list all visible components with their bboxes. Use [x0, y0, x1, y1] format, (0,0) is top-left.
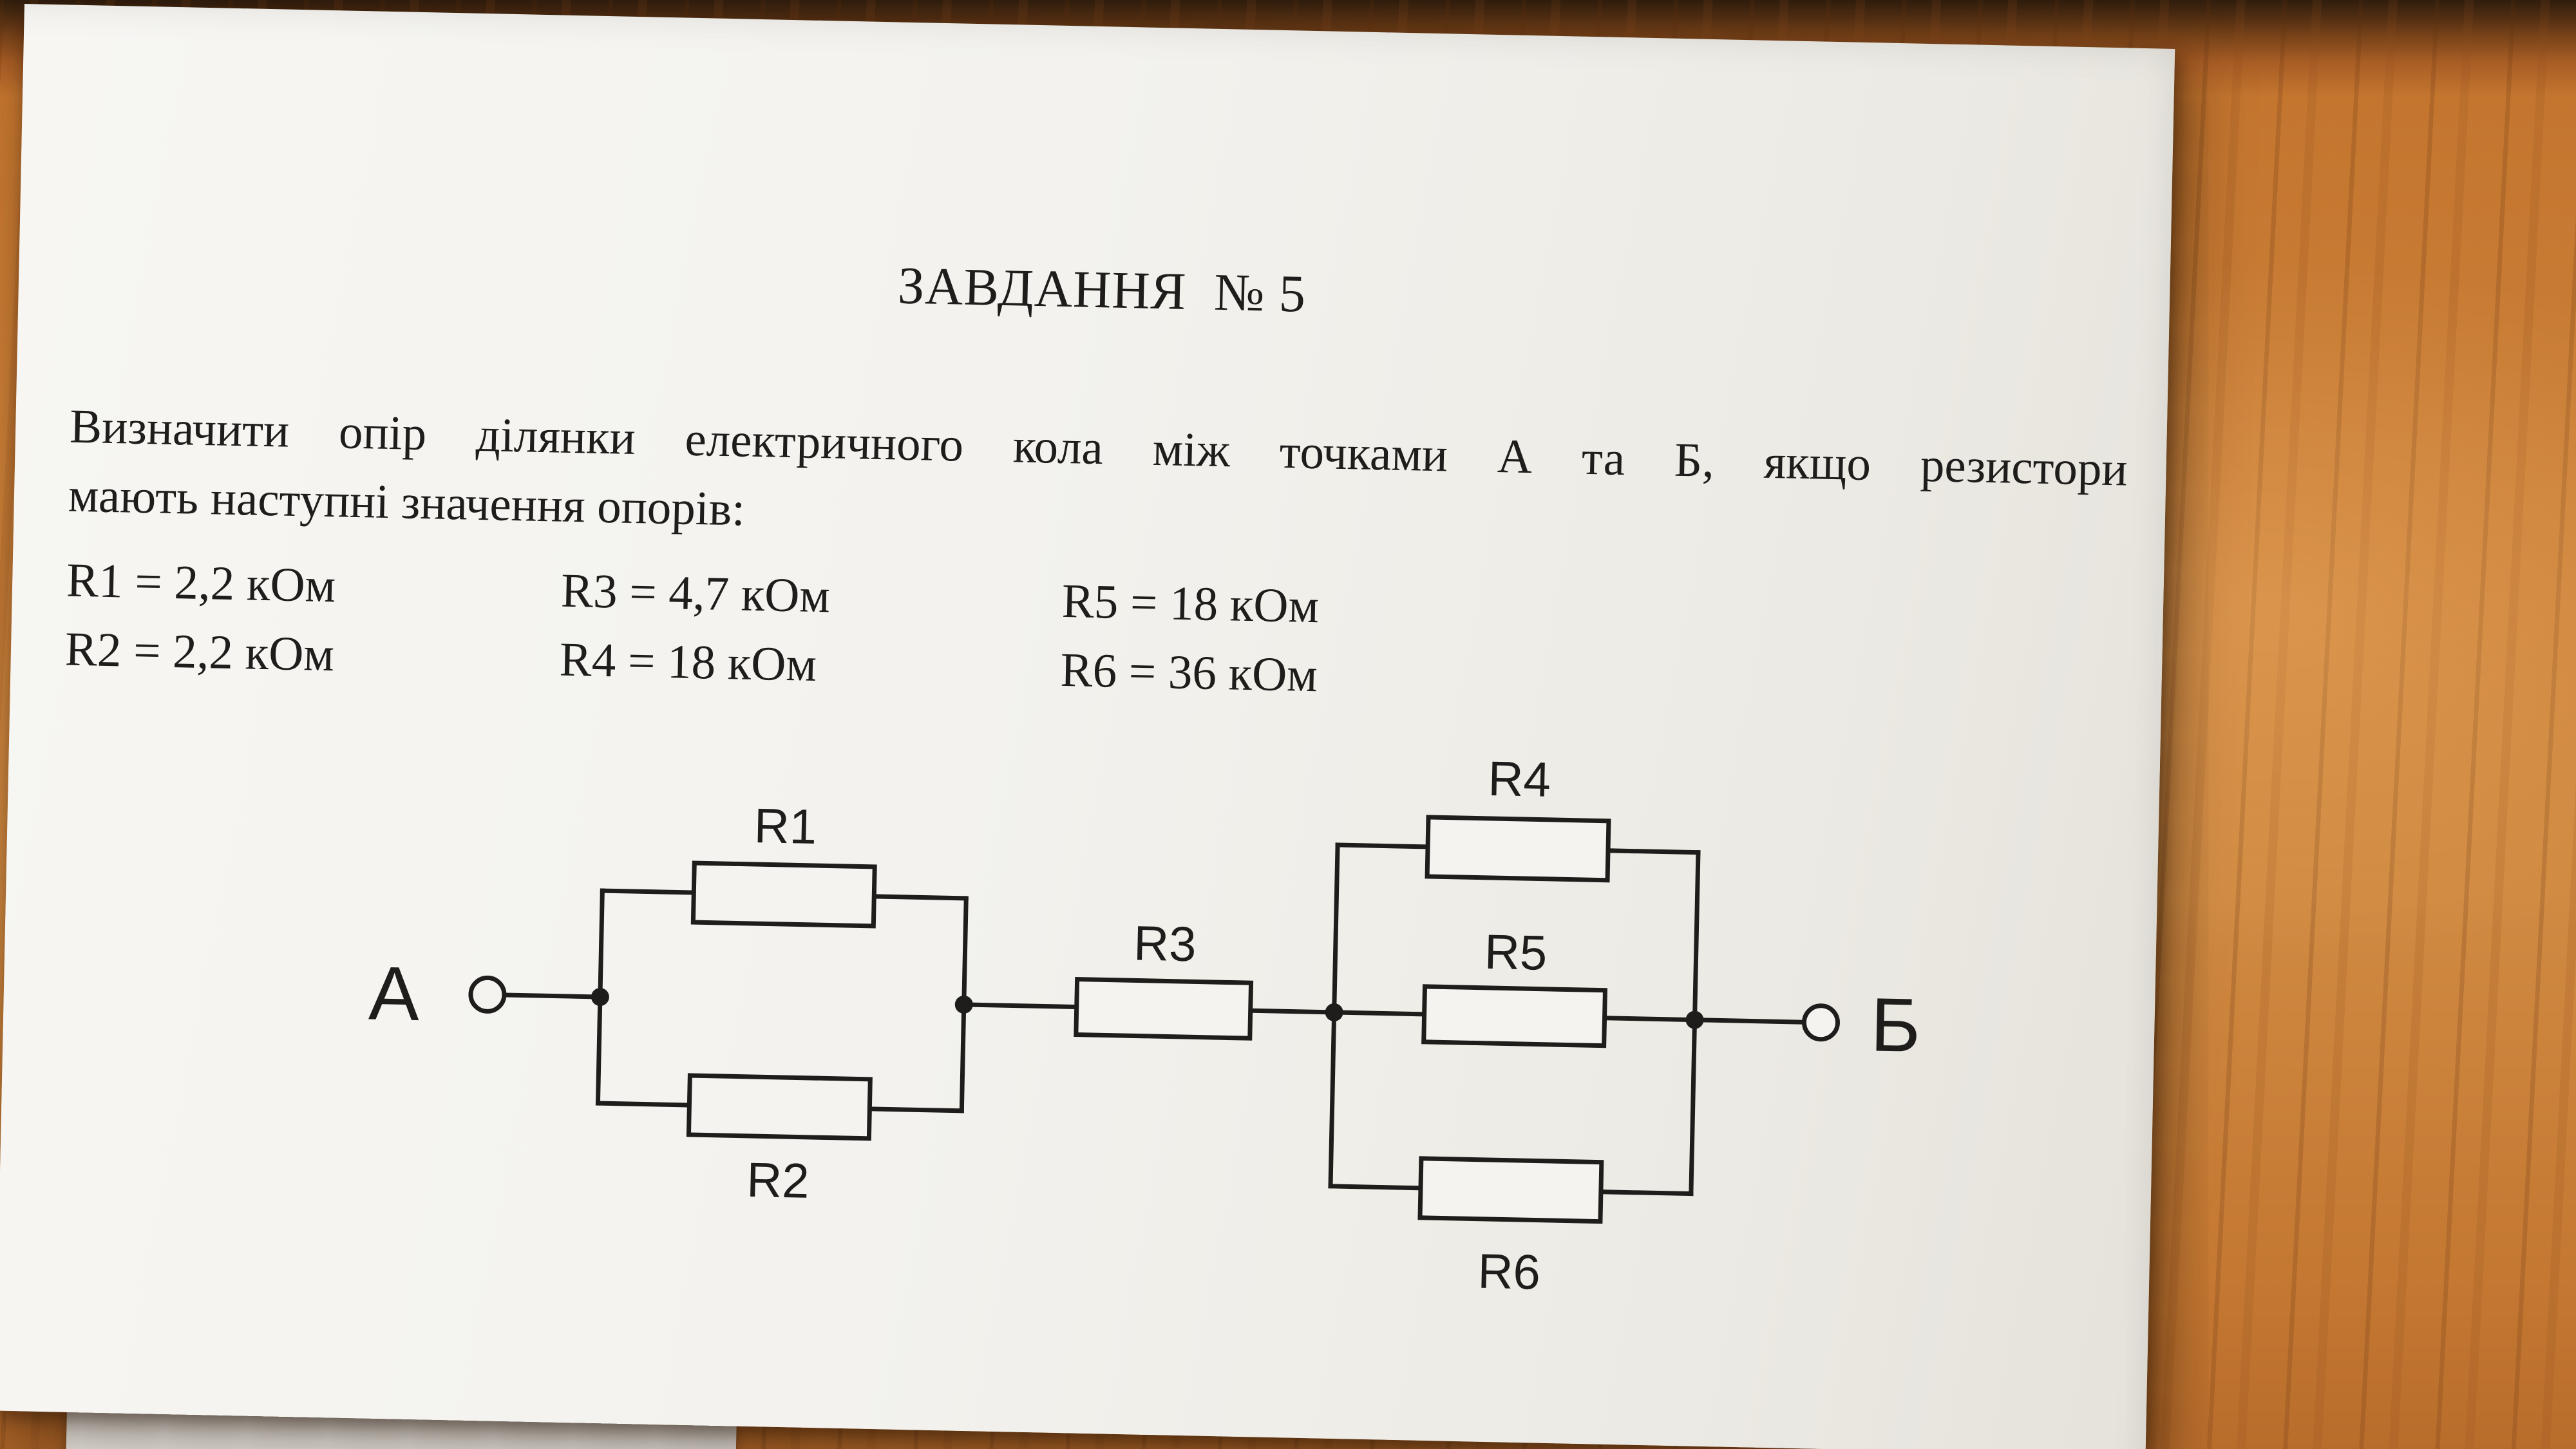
wire [961, 1002, 1079, 1010]
terminal-a-label: А [368, 951, 421, 1037]
resistor-box-r3 [1074, 976, 1254, 1041]
terminal-b-circle [1801, 1003, 1840, 1042]
resistor-box-r2 [686, 1073, 873, 1141]
node-dot [591, 988, 609, 1007]
wire [1335, 842, 1430, 849]
node-dot [1685, 1010, 1704, 1029]
wire [600, 888, 696, 895]
terminal-a-circle [468, 975, 507, 1014]
wire [1692, 1018, 1807, 1025]
resistor-label-r3: R3 [1133, 916, 1197, 972]
resistor-box-r6 [1417, 1156, 1604, 1224]
resistor-box-r4 [1425, 815, 1611, 883]
resistor-label-r2: R2 [746, 1153, 810, 1209]
resistor-value-r3: R3 = 4,7 кОм [560, 564, 831, 623]
wire [1598, 1189, 1694, 1197]
resistor-box-r1 [690, 860, 877, 929]
resistor-value-r1: R1 = 2,2 кОм [66, 553, 336, 613]
task-title: ЗАВДАННЯ № 5 [897, 256, 1307, 323]
wire [1248, 1008, 1337, 1015]
wire [502, 992, 603, 999]
resistor-label-r5: R5 [1484, 925, 1548, 981]
wire [867, 1106, 964, 1113]
problem-statement: Визначити опір ділянки електричного кола… [68, 393, 2128, 573]
resistor-label-r1: R1 [753, 799, 817, 855]
paper-sheet: ЗАВДАННЯ № 5 Визначити опір ділянки елек… [0, 4, 2175, 1449]
node-dot [1325, 1003, 1343, 1021]
resistor-label-r6: R6 [1477, 1244, 1541, 1300]
wire [1328, 1184, 1423, 1191]
wire [1605, 848, 1701, 855]
node-dot [954, 995, 973, 1014]
circuit-diagram: А Б R1 R2 R3 R4 R5 R6 [368, 752, 1921, 1300]
wire [871, 894, 969, 901]
resistor-label-r4: R4 [1488, 752, 1551, 808]
resistor-value-r4: R4 = 18 кОм [559, 632, 817, 692]
resistor-value-r2: R2 = 2,2 кОм [64, 622, 335, 681]
resistor-box-r5 [1421, 984, 1608, 1048]
terminal-b-label: Б [1870, 982, 1921, 1068]
wire [1602, 1016, 1698, 1023]
wire [1332, 1010, 1427, 1017]
wire [595, 1101, 692, 1108]
